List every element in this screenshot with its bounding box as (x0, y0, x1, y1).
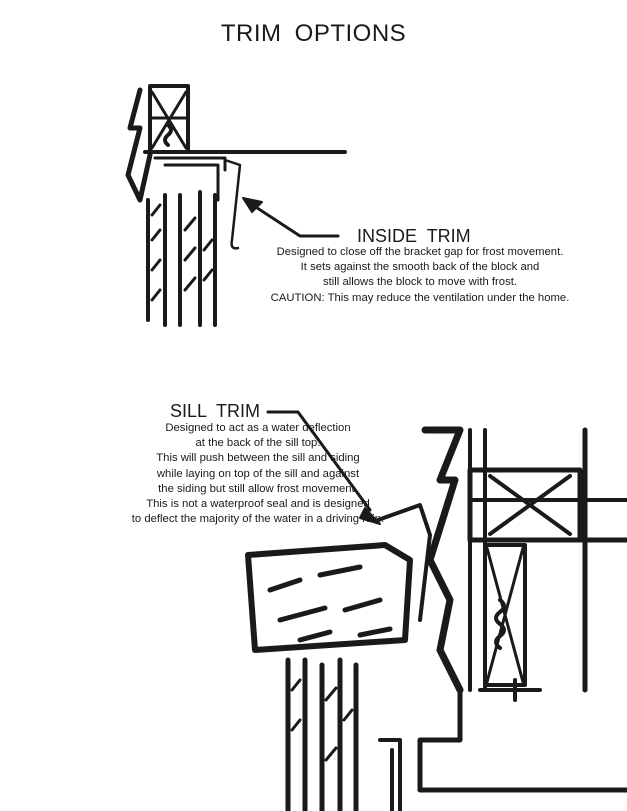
inside-trim-diagram (125, 84, 347, 327)
sill-trim-line: Designed to act as a water deflection (165, 422, 351, 434)
sill-trim-line: at the back of the sill top. (195, 437, 321, 450)
sill-trim-heading: SILL TRIM (170, 401, 261, 421)
inside-trim-description: Designed to close off the bracket gap fo… (250, 245, 590, 306)
inside-trim-line: It sets against the smooth back of the b… (300, 261, 540, 274)
inside-trim-line: CAUTION: This may reduce the ventilation… (270, 291, 570, 304)
sill-trim-description: Designed to act as a water deflection at… (88, 421, 428, 527)
sill-trim-diagram (245, 410, 627, 811)
sill-trim-line: This will push between the sill and sidi… (156, 452, 360, 465)
sill-trim-line: to deflect the majority of the water in … (131, 513, 385, 526)
sill-trim-line: This is not a waterproof seal and is des… (146, 498, 370, 511)
page-title: TRIM OPTIONS (220, 20, 407, 47)
sill-trim-line: while laying on top of the sill and agai… (156, 467, 360, 480)
inside-trim-line: still allows the block to move with fros… (323, 276, 517, 289)
inside-trim-heading: INSIDE TRIM (357, 226, 471, 246)
sill-trim-line: the siding but still allow frost movemen… (158, 482, 358, 495)
inside-trim-line: Designed to close off the bracket gap fo… (276, 246, 564, 258)
